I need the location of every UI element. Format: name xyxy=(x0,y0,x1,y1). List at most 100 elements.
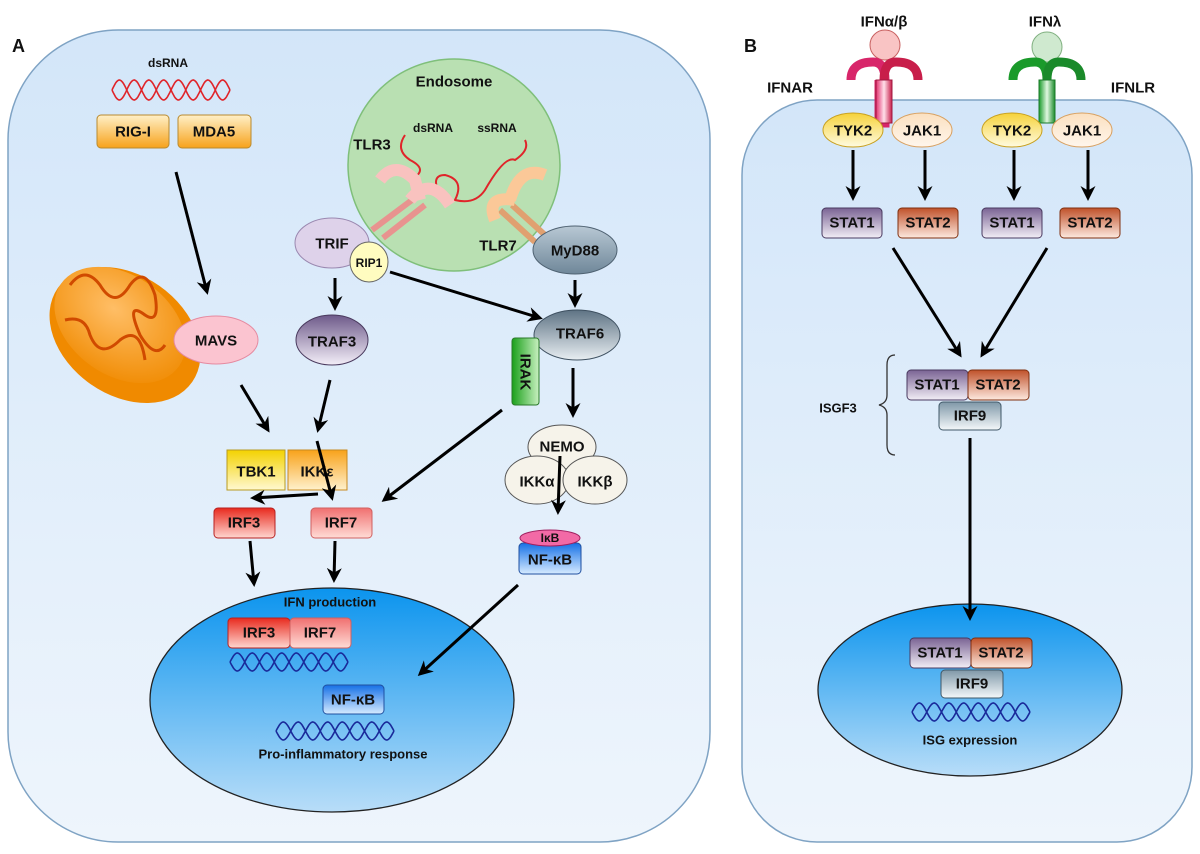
tbk1-label: TBK1 xyxy=(236,464,275,481)
nuclear-irf9-box xyxy=(940,669,1004,699)
isgf3-irf9-box xyxy=(938,401,1002,431)
mavs-label: MAVS xyxy=(195,333,237,350)
ifnlr-receptor xyxy=(1008,57,1086,124)
nuclear-irf3-label: IRF3 xyxy=(243,625,276,642)
irak-box xyxy=(511,337,540,406)
stat2-label-ifnlr: STAT2 xyxy=(1067,215,1112,232)
endosome-label: Endosome xyxy=(416,74,493,91)
nuclear-irf7-box xyxy=(289,617,352,649)
arrow-stats-isgf3-right xyxy=(980,247,1049,358)
endosomal-rna xyxy=(400,134,528,203)
endosome-dsrna-label: dsRNA xyxy=(413,121,453,135)
nuclear-stat2-box xyxy=(970,637,1033,669)
rig-i-label: RIG-I xyxy=(115,124,151,141)
helix-strand xyxy=(111,79,231,101)
dna-helix-irf xyxy=(229,652,349,672)
dsrna-label: dsRNA xyxy=(148,56,188,70)
tlr7-label: TLR7 xyxy=(479,238,517,255)
traf3-label: TRAF3 xyxy=(308,334,356,351)
isgf3-irf9-label: IRF9 xyxy=(954,408,987,425)
stat1-label-ifnar: STAT1 xyxy=(829,215,874,232)
tlr3-receptor xyxy=(370,164,455,241)
panel-b: B IFNα/β IFNAR IFNλ IFNLR TYK2 JAK1 TYK2… xyxy=(741,14,1193,843)
arrow-mavs-tbk1 xyxy=(239,384,270,433)
irf7-box xyxy=(310,507,373,539)
traf6-label: TRAF6 xyxy=(556,326,604,343)
panel-a: A dsRNA RIG-I MDA5 MAVS Endosome TLR3 ds… xyxy=(7,29,711,843)
tlr7-receptor xyxy=(486,166,548,245)
jak1-label-ifnlr: JAK1 xyxy=(1063,123,1101,140)
stat2-box-ifnar xyxy=(897,207,959,239)
arrow-nfkb-nucleus xyxy=(417,583,520,677)
arrow-rig-mavs xyxy=(174,171,212,295)
dna-helix-nfkb xyxy=(275,721,395,741)
mda5-box xyxy=(177,114,252,149)
stat2-label-ifnar: STAT2 xyxy=(905,215,950,232)
jak1-label-ifnar: JAK1 xyxy=(903,123,941,140)
helix-strand xyxy=(911,702,1031,722)
arrow-rip1-traf6 xyxy=(389,270,543,322)
isgf3-label: ISGF3 xyxy=(819,401,857,416)
nuclear-nfkb-box xyxy=(322,684,385,715)
irf3-label: IRF3 xyxy=(228,515,261,532)
arrows-b xyxy=(845,150,1096,621)
tyk2-node-ifnlr xyxy=(981,112,1043,148)
tbk1-box xyxy=(226,449,286,491)
tyk2-node-ifnar xyxy=(822,112,884,148)
jak1-node-ifnar xyxy=(891,112,953,148)
isgf3-stat2-label: STAT2 xyxy=(975,377,1020,394)
tyk2-label-ifnar: TYK2 xyxy=(834,123,872,140)
nuclear-nfkb-label: NF-κB xyxy=(331,692,375,709)
ifnar-receptor xyxy=(846,57,923,128)
mavs-node xyxy=(173,315,259,365)
ikkb-node xyxy=(562,455,628,505)
ifnl-label: IFNλ xyxy=(1029,14,1062,31)
tlr3-label: TLR3 xyxy=(353,137,391,154)
helix-strand xyxy=(275,721,395,741)
mitochondrion xyxy=(49,266,201,404)
panel-label: A xyxy=(12,36,25,56)
nuclear-stat1-label: STAT1 xyxy=(917,645,962,662)
trif-label: TRIF xyxy=(315,236,348,253)
nuclear-stat2-label: STAT2 xyxy=(978,645,1023,662)
ikkb-label: IKKβ xyxy=(578,474,613,491)
ssrna-label: ssRNA xyxy=(477,121,517,135)
ifnab-label: IFNα/β xyxy=(861,14,908,31)
ikke-label: IKKε xyxy=(301,464,334,481)
ikke-box xyxy=(287,449,348,491)
traf3-node xyxy=(295,314,369,366)
stat1-box-ifnlr xyxy=(981,207,1043,239)
isg-expression-label: ISG expression xyxy=(923,733,1018,748)
irak-label: IRAK xyxy=(517,354,534,391)
nfkb-label: NF-κB xyxy=(528,552,572,569)
isgf3-brace xyxy=(878,354,896,456)
dsrna-helix xyxy=(111,79,231,101)
ifnl-ligand xyxy=(1031,31,1063,63)
arrow-ikk-ikb xyxy=(550,455,566,515)
arrow-irak-irf7 xyxy=(381,408,503,502)
stat2-box-ifnlr xyxy=(1059,207,1121,239)
arrow-traf3-ikke xyxy=(313,379,332,433)
jak1-node-ifnlr xyxy=(1051,112,1113,148)
ikb-node xyxy=(519,529,581,547)
arrow-irf3-nucleus xyxy=(245,540,261,587)
dna-helix-isg xyxy=(911,702,1031,722)
arrow-ikke-irf7 xyxy=(315,440,337,501)
rip1-node xyxy=(349,241,389,283)
ifn-production-label: IFN production xyxy=(284,595,376,610)
ikb-label: IκB xyxy=(541,531,560,545)
tyk2-label-ifnlr: TYK2 xyxy=(993,123,1031,140)
myd88-node xyxy=(532,225,618,275)
rig-i-box xyxy=(96,114,170,149)
irf7-label: IRF7 xyxy=(325,515,358,532)
stat1-label-ifnlr: STAT1 xyxy=(989,215,1034,232)
isgf3-stat1-label: STAT1 xyxy=(914,377,959,394)
helix-strand xyxy=(229,652,349,672)
stat1-box-ifnar xyxy=(821,207,883,239)
arrow-stats-isgf3-left xyxy=(891,247,962,358)
ikka-label: IKKα xyxy=(519,474,555,491)
nuclear-irf9-label: IRF9 xyxy=(956,676,989,693)
myd88-label: MyD88 xyxy=(551,243,599,260)
mda5-label: MDA5 xyxy=(193,124,236,141)
panel-label-b: B xyxy=(744,36,757,56)
